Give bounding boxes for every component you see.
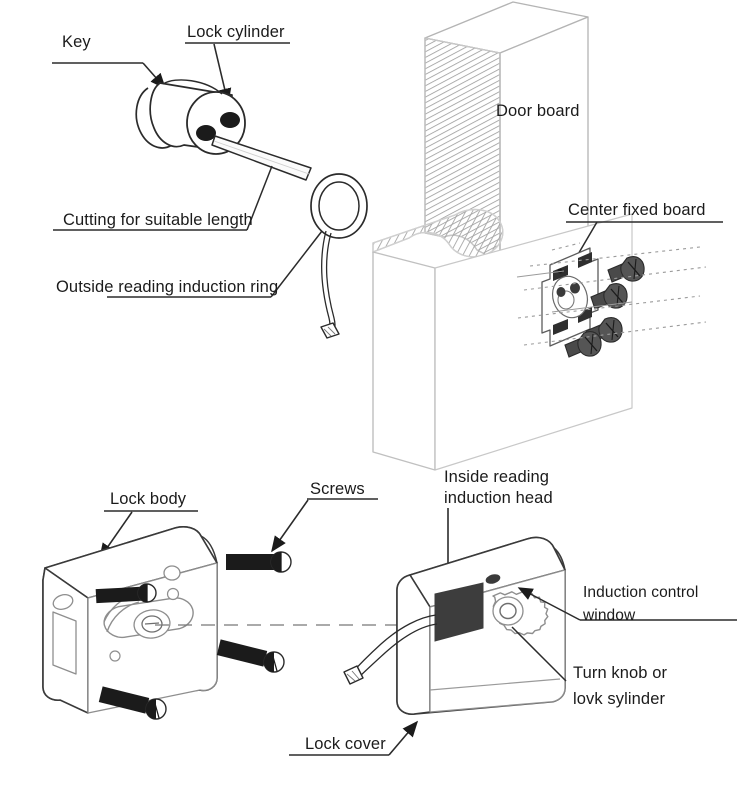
screw-part-body-face [95, 583, 157, 604]
label-key: Key [62, 33, 91, 51]
assembly-guides [517, 242, 707, 346]
keyhole-right [220, 112, 240, 128]
label-inside-reading-induction-head: Inside reading induction head [444, 467, 614, 509]
side-oval-hole [52, 594, 74, 610]
label-screws: Screws [310, 480, 365, 498]
label-induction-control-window: Induction control window [583, 581, 750, 627]
label-induction-control-window-line1: Induction control [583, 584, 699, 601]
label-cutting-for-suitable-length: Cutting for suitable length [63, 211, 253, 229]
label-door-board: Door board [496, 102, 580, 120]
label-inside-reading-induction-head-line1: Inside reading [444, 468, 550, 486]
turn-knob-part [492, 591, 549, 636]
leader-induction-ring [107, 230, 323, 298]
label-inside-reading-induction-head-line2: induction head [444, 489, 553, 507]
label-lock-cover: Lock cover [305, 735, 386, 753]
label-lock-body: Lock body [110, 490, 187, 508]
leader-screws [271, 498, 378, 553]
connecting-bar-part [211, 135, 312, 181]
keyhole-left [196, 125, 216, 141]
screw-part [564, 256, 645, 358]
top-mount-hole [163, 565, 181, 581]
cable-connector [320, 322, 340, 339]
label-induction-control-window-line2: window [583, 607, 636, 624]
screw-part-loose-top [226, 551, 292, 573]
inside-induction-head-part [434, 582, 484, 642]
lock-cylinder-part [149, 79, 246, 155]
assembly-guides-solid [516, 270, 633, 313]
side-rect-slot [52, 611, 77, 675]
label-center-fixed-board: Center fixed board [568, 201, 706, 219]
label-lock-cylinder: Lock cylinder [187, 23, 285, 41]
cover-cable-connector [343, 665, 364, 685]
label-turn-knob-or-lock-cylinder: Turn knob or lovk sylinder [573, 660, 743, 712]
lock-cover-part [343, 536, 566, 715]
screw-part-loose-bottom [98, 686, 167, 720]
leader-key [52, 62, 167, 90]
door-board-part [424, 1, 589, 263]
label-turn-knob-line1: Turn knob or [573, 664, 668, 682]
leader-cutting-length [53, 165, 273, 231]
lock-body-part [42, 526, 218, 714]
leader-control-window [517, 587, 737, 621]
leader-turn-knob [511, 626, 567, 682]
outside-induction-ring-part [310, 173, 368, 339]
leader-lock-cover [289, 720, 419, 756]
label-turn-knob-line2: lovk sylinder [573, 690, 666, 708]
label-outside-reading-induction-ring: Outside reading induction ring [56, 278, 279, 296]
screw-part-loose-mid [216, 639, 285, 673]
induction-control-window-part [485, 574, 501, 584]
